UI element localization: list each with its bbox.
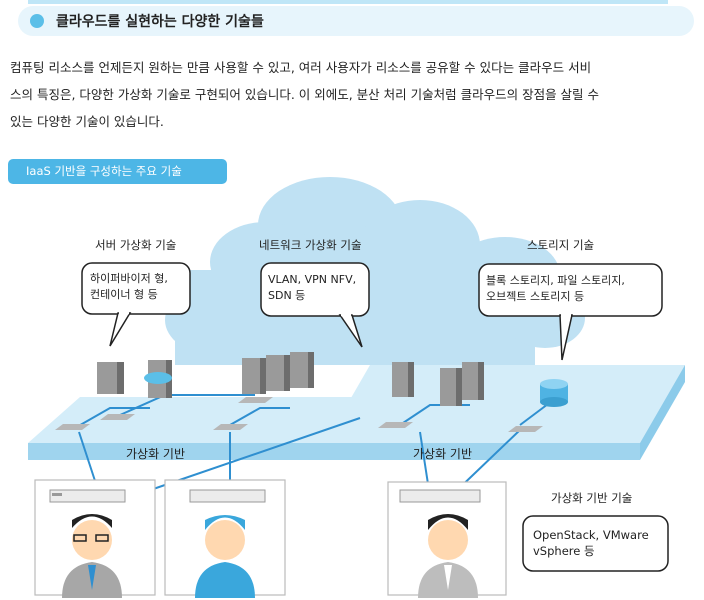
- paragraph-line: 있는 다양한 기술이 있습니다.: [10, 114, 164, 129]
- bubble-line: 블록 스토리지, 파일 스토리지,: [486, 274, 625, 287]
- top-rule: [28, 0, 668, 4]
- server-virtualization-label: 서버 가상화 기술: [95, 238, 177, 252]
- infra-bubble-text: OpenStack, VMware vSphere 등: [533, 527, 649, 559]
- bubble-line: 오브젝트 스토리지 등: [486, 290, 585, 303]
- platform-label-right: 가상화 기반: [413, 447, 473, 461]
- server-bubble: [81, 262, 191, 347]
- server-rack-icon: [242, 352, 314, 394]
- user-box: [387, 481, 507, 598]
- storage-disk-icon: [540, 379, 568, 407]
- bullet-dot-icon: [30, 14, 44, 28]
- bubble-line: VLAN, VPN NFV,: [268, 273, 357, 286]
- server-rack-icon: [392, 362, 484, 406]
- server-rack-icon: [97, 360, 172, 398]
- network-bubble: [260, 262, 370, 348]
- bubble-line: vSphere 등: [533, 544, 595, 558]
- storage-label: 스토리지 기술: [527, 238, 595, 252]
- section-title: 클라우드를 실현하는 다양한 기술들: [56, 14, 264, 30]
- switch-icon: [55, 397, 543, 432]
- intro-paragraph: 컴퓨팅 리소스를 언제든지 원하는 만큼 사용할 수 있고, 여러 사용자가 리…: [10, 54, 700, 135]
- bubble-line: OpenStack, VMware: [533, 528, 649, 542]
- user-box: [34, 479, 156, 598]
- iaas-pill-label: IaaS 기반을 구성하는 주요 기술: [8, 159, 227, 184]
- bubble-line: 컨테이너 형 등: [90, 288, 158, 301]
- bubble-line: 하이퍼바이저 형,: [90, 272, 168, 285]
- platform-label-left: 가상화 기반: [126, 447, 186, 461]
- network-virtualization-label: 네트워크 가상화 기술: [259, 238, 362, 252]
- user-box: [164, 479, 286, 598]
- infra-bubble: [522, 515, 669, 572]
- infra-tech-label: 가상화 기반 기술: [551, 491, 633, 505]
- storage-bubble: [478, 263, 663, 361]
- paragraph-line: 스의 특징은, 다양한 가상화 기술로 구현되어 있습니다. 이 외에도, 분산…: [10, 87, 600, 102]
- storage-bubble-text: 블록 스토리지, 파일 스토리지, 오브젝트 스토리지 등: [486, 273, 625, 305]
- section-header: 클라우드를 실현하는 다양한 기술들: [18, 6, 694, 36]
- network-bubble-text: VLAN, VPN NFV, SDN 등: [268, 272, 356, 304]
- right-platform: [325, 365, 685, 460]
- bubble-line: SDN 등: [268, 289, 306, 302]
- server-bubble-text: 하이퍼바이저 형, 컨테이너 형 등: [90, 271, 168, 303]
- paragraph-line: 컴퓨팅 리소스를 언제든지 원하는 만큼 사용할 수 있고, 여러 사용자가 리…: [10, 60, 592, 75]
